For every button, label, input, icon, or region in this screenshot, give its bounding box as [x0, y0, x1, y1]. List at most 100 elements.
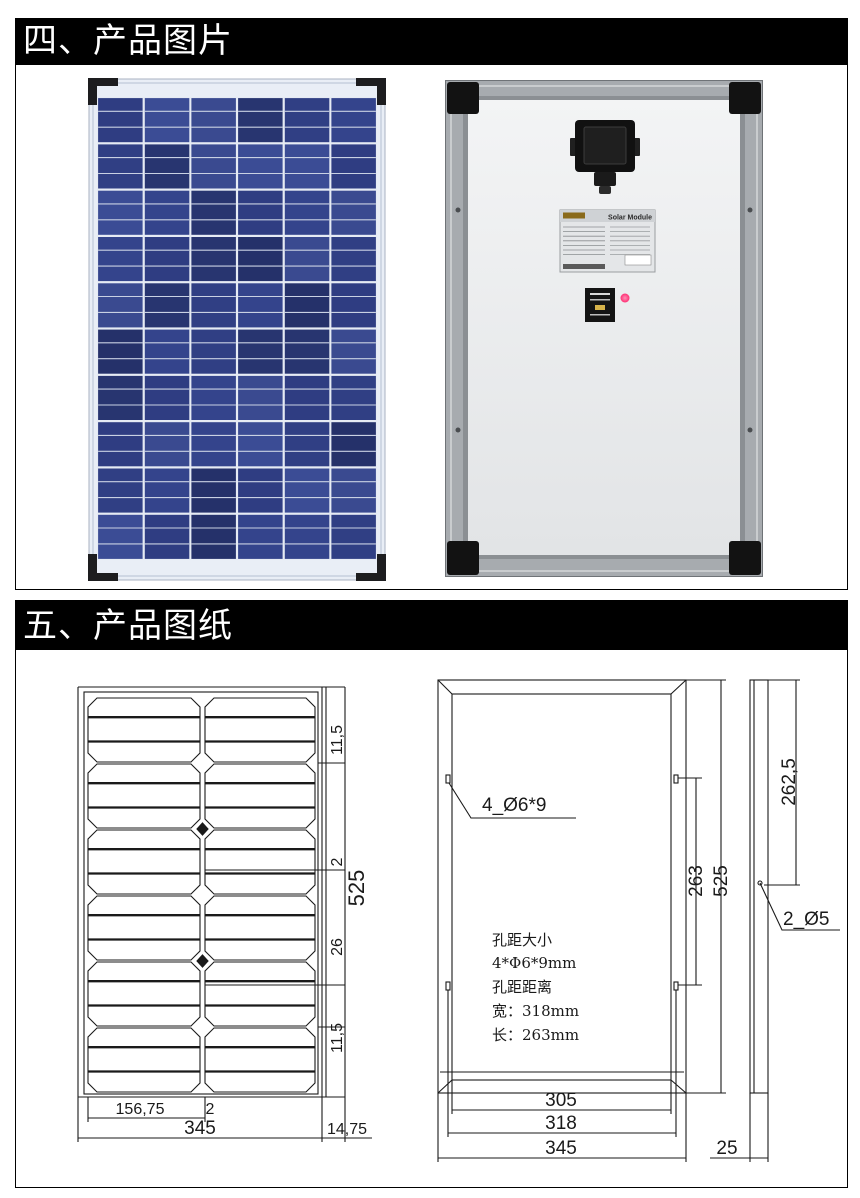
- corner-cap: [88, 554, 118, 581]
- solar-cell: [144, 422, 190, 467]
- solar-cell: [98, 329, 143, 374]
- section-title: 四、产品图片: [23, 21, 233, 61]
- dim-label: 345: [184, 1118, 216, 1139]
- junction-box-lid: [583, 126, 627, 165]
- side-hole: [757, 880, 763, 886]
- mounting-hole: [445, 981, 451, 991]
- side-outline: [749, 679, 769, 1094]
- note-line: 孔距距离: [492, 978, 552, 996]
- drawing-cell-grid: [87, 697, 316, 1093]
- cell-diamond: [196, 822, 209, 836]
- hole-callout: 2_Ø5: [783, 909, 829, 930]
- label-spec-lines: [563, 226, 650, 256]
- solar-cell: [191, 329, 236, 374]
- dim-label: 345: [545, 1138, 577, 1159]
- solar-cell: [284, 422, 330, 467]
- solar-cell: [331, 514, 376, 559]
- solar-cell: [144, 98, 190, 143]
- solar-cell: [144, 514, 190, 559]
- dim-label: 525: [344, 870, 369, 907]
- front-panel-photo: [88, 78, 386, 581]
- frame-mitre: [670, 1079, 687, 1094]
- solar-cell: [144, 190, 190, 235]
- corner-cap: [447, 541, 479, 575]
- solar-cell: [144, 283, 190, 328]
- solar-cell: [191, 237, 236, 282]
- solar-cell: [98, 514, 143, 559]
- solar-cell: [98, 98, 143, 143]
- pink-marker-dot: [620, 293, 630, 303]
- note-line: 孔距大小: [492, 931, 552, 949]
- drawings-frame: [15, 650, 848, 1188]
- dim-label: 305: [545, 1090, 577, 1111]
- solar-cell: [238, 468, 283, 513]
- solar-cell: [191, 468, 236, 513]
- solar-cell: [144, 468, 190, 513]
- note-line: 长：263mm: [492, 1026, 579, 1044]
- solar-cell: [284, 468, 330, 513]
- drawing-cell: [204, 697, 316, 763]
- dim-label: 263: [686, 865, 707, 897]
- dim-label: 14,75: [327, 1121, 367, 1138]
- drawing-cell: [87, 829, 201, 895]
- cable: [599, 186, 611, 194]
- label-warning-band: [563, 264, 605, 269]
- solar-cell: [238, 375, 283, 420]
- corner-cap: [729, 82, 761, 114]
- drawing-cell: [87, 697, 201, 763]
- frame-hole: [747, 427, 753, 433]
- section-header-photos: 四、产品图片: [15, 18, 848, 65]
- solar-cell: [98, 283, 143, 328]
- label-title: Solar Module: [608, 215, 652, 222]
- solar-cell: [284, 237, 330, 282]
- solar-cell: [331, 237, 376, 282]
- dim-label: 11,5: [329, 725, 346, 755]
- back-view-drawing: 4_Ø6*9 263 525 孔距大小 4*Φ6*9mm 孔距距离 宽：318m…: [437, 679, 732, 1162]
- drawing-cell: [87, 961, 201, 1027]
- front-glass: [97, 97, 377, 560]
- solar-cell: [238, 98, 283, 143]
- solar-cell: [98, 190, 143, 235]
- front-frame-bevel: [92, 82, 382, 577]
- dim-label: 11,5: [329, 1023, 346, 1053]
- dim-label: 26: [329, 938, 346, 956]
- solar-cell: [98, 468, 143, 513]
- frame-mitre: [437, 679, 453, 695]
- sticker-mark: [595, 305, 605, 310]
- corner-cap: [356, 78, 386, 105]
- drawing-cell: [87, 1027, 201, 1093]
- solar-cell: [284, 283, 330, 328]
- drawing-cell: [204, 895, 316, 961]
- solar-cell: [98, 237, 143, 282]
- note-line: 4*Φ6*9mm: [492, 954, 576, 972]
- section-header-drawings: 五、产品图纸: [15, 600, 848, 650]
- solar-cell: [284, 375, 330, 420]
- solar-cell: [191, 144, 236, 189]
- drawing-cell: [87, 895, 201, 961]
- solar-cell: [144, 237, 190, 282]
- callout-leader: [759, 882, 840, 931]
- solar-cell: [284, 329, 330, 374]
- corner-cap: [356, 554, 386, 581]
- outer-frame: [437, 679, 687, 1094]
- cable-gland: [594, 172, 616, 186]
- solar-cell: [191, 375, 236, 420]
- dim-label: 2: [206, 1101, 215, 1118]
- solar-cell: [144, 329, 190, 374]
- dim-label: 262,5: [779, 758, 800, 806]
- solar-cell: [238, 422, 283, 467]
- qc-sticker: [585, 288, 615, 322]
- frame-hole: [455, 207, 461, 213]
- drawing-cell: [204, 961, 316, 1027]
- solar-cell: [191, 422, 236, 467]
- solar-cell: [331, 375, 376, 420]
- callout-leader: [448, 782, 576, 819]
- inner-frame: [451, 693, 672, 1081]
- dim-label: 2: [329, 857, 346, 866]
- technical-drawings: 11,5 2 525 26 11,5 156,75 2 345 14,75: [77, 679, 840, 1162]
- solar-cell: [238, 190, 283, 235]
- solar-cell: [191, 283, 236, 328]
- label-logo: [563, 212, 585, 219]
- solar-cell: [238, 283, 283, 328]
